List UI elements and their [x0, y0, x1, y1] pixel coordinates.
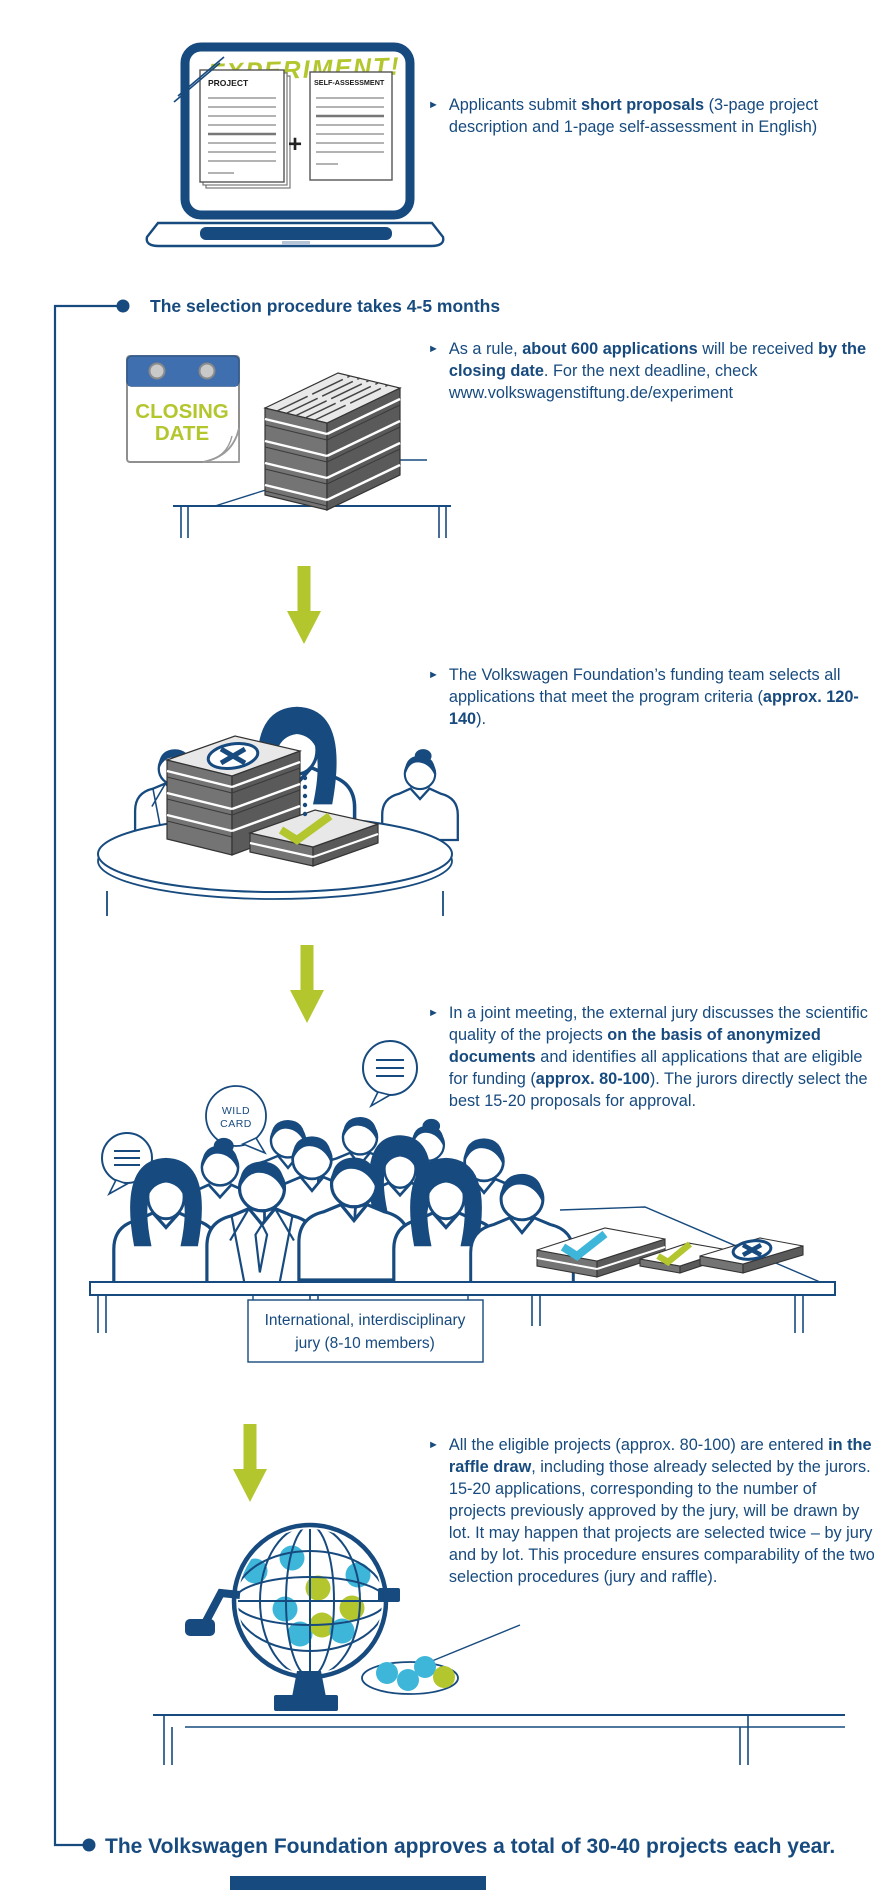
- check-icon: [278, 812, 333, 845]
- jury-selected-stack: [536, 1227, 666, 1278]
- crank-handle: [185, 1588, 241, 1636]
- svg-text:DATE: DATE: [155, 422, 209, 445]
- step-text: The Volkswagen Foundation’s funding team…: [448, 666, 859, 728]
- calendar-icon: CLOSING DATE: [126, 355, 240, 463]
- duration-note: The selection procedure takes 4-5 months: [150, 296, 501, 316]
- axle-mount: [378, 1588, 400, 1602]
- selected-stack: [247, 809, 381, 867]
- plus-sign: +: [288, 131, 302, 158]
- applications-stack: [263, 372, 402, 511]
- down-arrow-icon: [233, 1424, 267, 1502]
- svg-text:PROJECT: PROJECT: [208, 78, 249, 88]
- step-jury-text: ► In a joint meeting, the external jury …: [428, 1002, 874, 1112]
- bullet-triangle-icon: ►: [428, 1439, 439, 1451]
- step-submission-text: ► Applicants submit short proposals (3-p…: [428, 94, 874, 138]
- drum-cage: [231, 1522, 389, 1680]
- closing-date-illustration: CLOSING DATE: [126, 355, 451, 538]
- raffle-table: [153, 1714, 845, 1765]
- cross-icon: [731, 1239, 773, 1261]
- jury-caption-box: International, interdisciplinary jury (8…: [247, 1295, 484, 1363]
- raffle-balls: [242, 1545, 371, 1647]
- jury-rejected-stack: [699, 1237, 804, 1274]
- speech-bubble-icon: [362, 1040, 418, 1109]
- step-text: As a rule, about 600 applications will b…: [448, 340, 867, 402]
- funding-team-illustration: [97, 705, 459, 916]
- footer-bar: [230, 1876, 486, 1890]
- timeline-end-bullet: [82, 1838, 96, 1852]
- jury-members: [112, 1115, 575, 1290]
- final-approval-note: The Volkswagen Foundation approves a tot…: [105, 1835, 836, 1858]
- jury-table: [89, 1281, 836, 1333]
- svg-text:CARD: CARD: [220, 1118, 252, 1130]
- down-arrow-icon: [287, 566, 321, 644]
- laptop-base: [145, 221, 445, 248]
- laptop-illustration: EXPERIMENT! PROJECT + SELF-ASSESSMENT: [145, 42, 445, 248]
- step-text: Applicants submit short proposals (3-pag…: [448, 96, 819, 136]
- bullet-triangle-icon: ►: [428, 343, 439, 355]
- svg-text:jury (8-10 members): jury (8-10 members): [294, 1335, 435, 1352]
- svg-text:International, interdisciplina: International, interdisciplinary: [265, 1312, 466, 1329]
- svg-text:SELF-ASSESSMENT: SELF-ASSESSMENT: [314, 78, 385, 87]
- drum-stand: [274, 1671, 338, 1711]
- step-raffle-text: ► All the eligible projects (approx. 80-…: [428, 1434, 874, 1588]
- svg-text:CLOSING: CLOSING: [135, 400, 228, 423]
- project-document: PROJECT: [173, 56, 291, 189]
- timeline-start-bullet: [116, 299, 130, 313]
- dots: [302, 775, 308, 817]
- svg-text:WILD: WILD: [222, 1105, 250, 1117]
- self-assessment-document: SELF-ASSESSMENT: [309, 71, 393, 181]
- raffle-drum-illustration: [153, 1522, 845, 1765]
- table-edge: [431, 1624, 521, 1662]
- down-arrow-icon: [290, 945, 324, 1023]
- cross-icon: [206, 742, 260, 770]
- step-text: All the eligible projects (approx. 80-10…: [448, 1436, 874, 1586]
- step-closing-date-text: ► As a rule, about 600 applications will…: [428, 338, 874, 404]
- cyan-check-icon: [560, 1230, 608, 1261]
- step-text: In a joint meeting, the external jury di…: [448, 1004, 868, 1110]
- step-funding-team-text: ► The Volkswagen Foundation’s funding te…: [428, 664, 874, 730]
- bullet-triangle-icon: ►: [428, 1007, 439, 1019]
- wild-card-badge: WILD CARD: [205, 1085, 267, 1155]
- bullet-triangle-icon: ►: [428, 669, 439, 681]
- ball-plate: [361, 1656, 459, 1695]
- green-check-icon: [656, 1241, 693, 1266]
- bullet-triangle-icon: ►: [428, 99, 439, 111]
- jury-illustration: WILD CARD: [89, 1040, 836, 1363]
